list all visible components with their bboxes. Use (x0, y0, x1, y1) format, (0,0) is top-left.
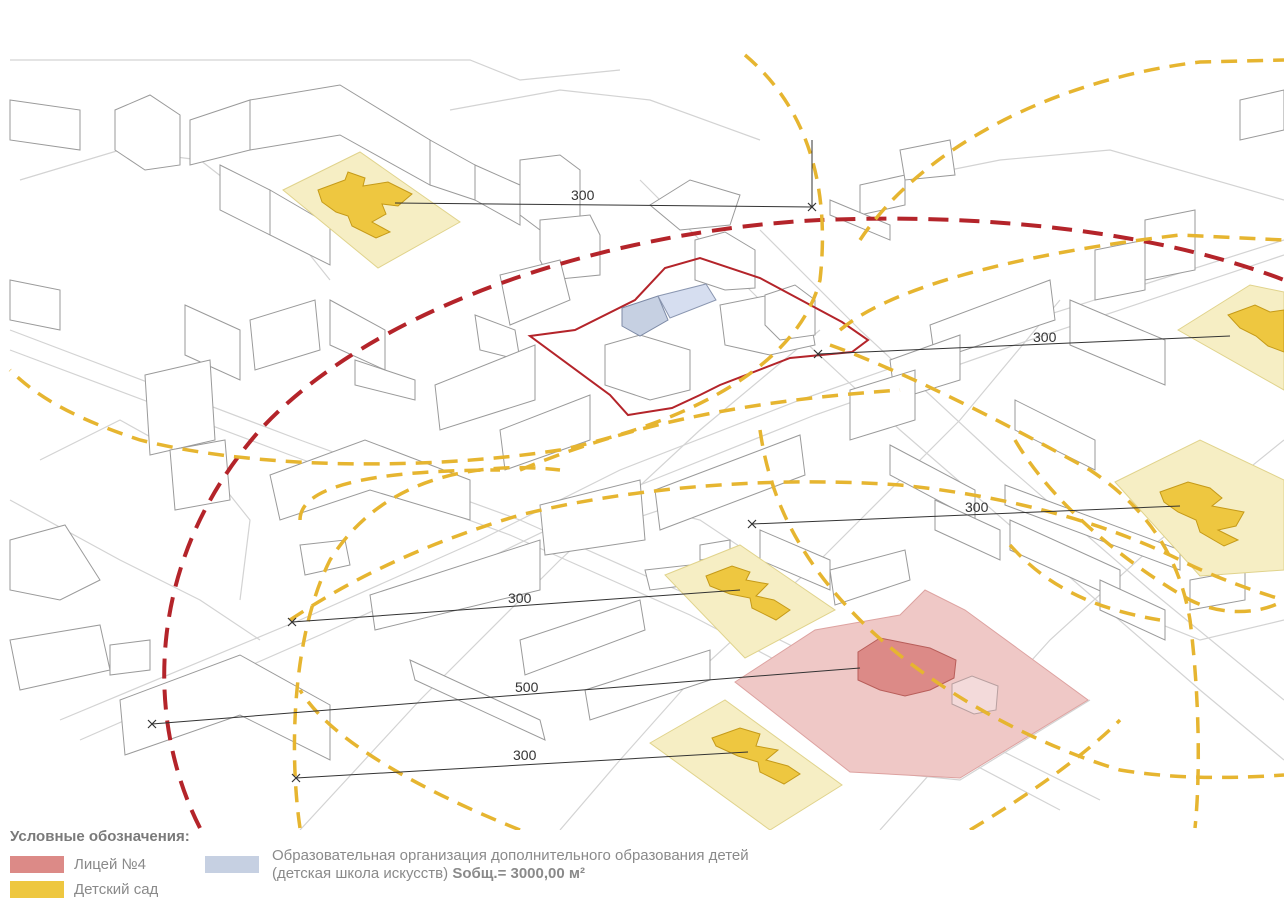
legend: Условные обозначения: Лицей №4 Детский с… (8, 826, 1278, 900)
radius-marks (147, 202, 823, 783)
distance-label-6: 300 (513, 747, 537, 763)
lyceum-label: Лицей №4 (74, 856, 146, 873)
distance-label-4: 300 (508, 590, 532, 606)
kindergarten-label: Детский сад (74, 881, 159, 898)
project-site (527, 256, 870, 417)
radius-300-circles (8, 53, 1284, 830)
kindergarten-swatch (10, 881, 64, 898)
art-school-label-2: (детская школа искусств) Sобщ.= 3000,00 … (272, 865, 585, 882)
distance-label-5: 500 (515, 679, 539, 695)
distance-label-2: 300 (1033, 329, 1057, 345)
art-school-label-prefix: (детская школа искусств) (272, 865, 453, 882)
distance-leaders (151, 140, 1231, 779)
distance-label-3: 300 (965, 499, 989, 515)
site-map: 300 300 300 300 500 300 (8, 53, 1284, 830)
art-school-swatch (205, 856, 259, 873)
kindergarten-buildings (317, 171, 1284, 785)
legend-title: Условные обозначения: (10, 828, 190, 845)
distance-label-1: 300 (571, 187, 595, 203)
art-school-area: Sобщ.= 3000,00 м² (452, 865, 585, 882)
lyceum-zone (734, 589, 1089, 779)
radius-500-circle (162, 216, 1284, 829)
lyceum-swatch (10, 856, 64, 873)
buildings (9, 84, 1284, 761)
art-school-label: Образовательная организация дополнительн… (272, 847, 749, 864)
